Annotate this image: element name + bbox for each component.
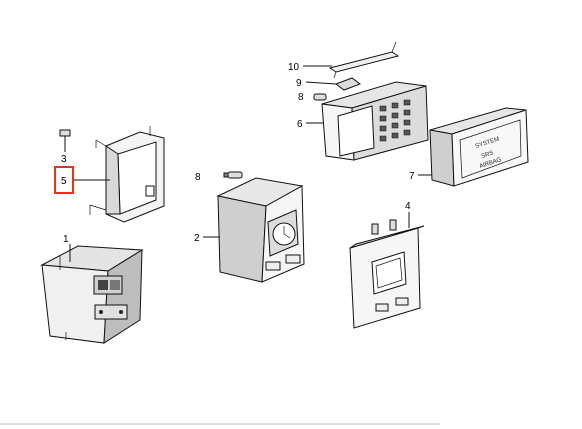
part-9-clip[interactable] — [334, 77, 362, 91]
part-8-bulb-left[interactable] — [223, 171, 243, 179]
callout-9: 9 — [296, 78, 302, 89]
callout-8-right: 8 — [298, 92, 304, 103]
part-6-switch-panel[interactable] — [321, 81, 429, 161]
part-10-strip[interactable] — [328, 41, 400, 79]
part-3-screw[interactable] — [59, 129, 71, 148]
callout-3: 3 — [61, 154, 67, 165]
callout-5[interactable]: 5 — [61, 176, 67, 187]
part-7-airbag-panel[interactable]: SYSTEM SRS AIRBAG — [429, 107, 529, 187]
part-8-bulb-right[interactable] — [313, 93, 327, 101]
callout-6: 6 — [297, 119, 303, 130]
leader-line-9 — [305, 81, 337, 85]
part-5-bracket[interactable] — [89, 126, 165, 223]
highlight-box-5 — [54, 166, 74, 194]
airbag-label-line2: SRS — [481, 150, 495, 160]
part-2-display-unit[interactable] — [216, 177, 305, 283]
callout-1: 1 — [63, 234, 69, 245]
part-4-cover-plate[interactable] — [349, 219, 425, 329]
callout-10: 10 — [288, 62, 300, 73]
callout-7: 7 — [409, 171, 415, 182]
callout-4: 4 — [405, 201, 411, 212]
callout-8-left: 8 — [195, 172, 201, 183]
callout-2: 2 — [194, 233, 200, 244]
part-1-control-unit[interactable] — [40, 245, 144, 344]
